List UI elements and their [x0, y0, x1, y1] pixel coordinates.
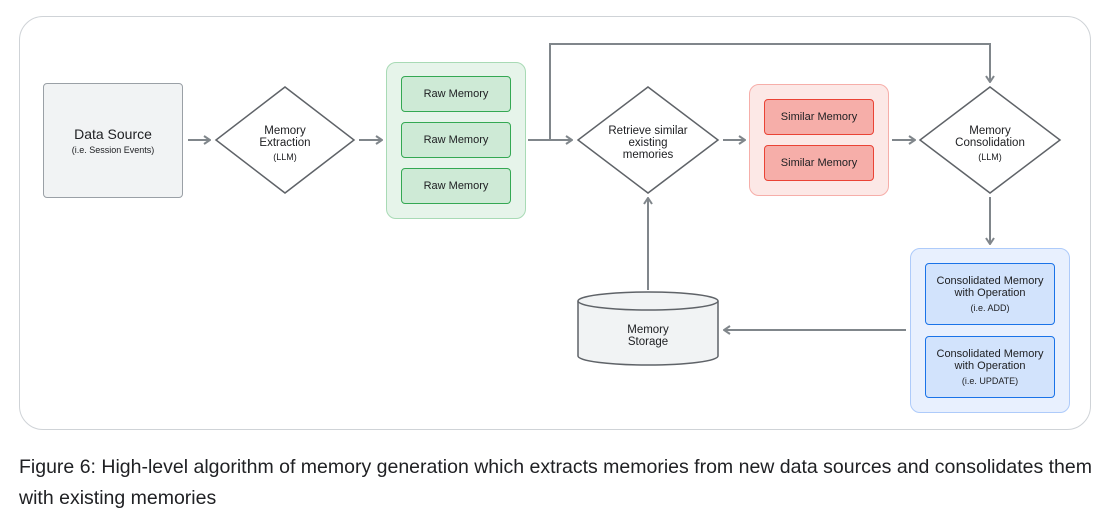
memory-storage-label: Memory Storage	[598, 324, 698, 348]
data-source-box: Data Source (i.e. Session Events)	[43, 83, 183, 198]
memory-extraction-sub: (LLM)	[273, 152, 297, 162]
memory-extraction-line1: Memory	[264, 125, 306, 137]
retrieve-diamond	[576, 86, 720, 194]
similar-memory-item: Similar Memory	[764, 99, 874, 135]
retrieve-label: Retrieve similar existing memories	[593, 125, 703, 161]
memory-consolidation-line1: Memory	[969, 125, 1011, 137]
memory-extraction-diamond	[214, 86, 356, 194]
memory-storage-cylinder	[577, 291, 719, 366]
diagram-canvas	[188, 43, 1062, 366]
consolidated-update-line2: with Operation	[954, 359, 1026, 372]
retrieve-line2: existing	[628, 137, 668, 149]
retrieve-line3: memories	[622, 149, 674, 161]
memory-consolidation-sub: (LLM)	[978, 152, 1002, 162]
memory-consolidation-line2: Consolidation	[955, 137, 1025, 149]
consolidated-memory-add: Consolidated Memory with Operation (i.e.…	[925, 263, 1055, 325]
memory-extraction-label: Memory Extraction (LLM)	[235, 125, 335, 163]
memory-extraction-line2: Extraction	[259, 137, 311, 149]
raw-memory-item: Raw Memory	[401, 122, 511, 158]
arrow-raw-to-consolidation	[549, 43, 990, 140]
consolidated-add-line2: with Operation	[954, 286, 1026, 299]
similar-memory-item: Similar Memory	[764, 145, 874, 181]
consolidated-update-line1: Consolidated Memory	[936, 347, 1044, 360]
data-source-title: Data Source	[74, 126, 152, 142]
consolidated-update-op: (i.e. UPDATE)	[961, 375, 1019, 386]
consolidated-memory-update: Consolidated Memory with Operation (i.e.…	[925, 336, 1055, 398]
retrieve-line1: Retrieve similar	[608, 125, 688, 137]
consolidated-add-op: (i.e. ADD)	[970, 302, 1010, 313]
raw-memory-item: Raw Memory	[401, 76, 511, 112]
memory-storage-line1: Memory	[627, 324, 669, 336]
data-source-subtitle: (i.e. Session Events)	[71, 145, 155, 155]
figure-caption: Figure 6: High-level algorithm of memory…	[19, 456, 1092, 509]
raw-memory-item: Raw Memory	[401, 168, 511, 204]
consolidated-add-line1: Consolidated Memory	[936, 274, 1044, 287]
memory-consolidation-diamond	[918, 86, 1062, 194]
memory-storage-line2: Storage	[627, 336, 669, 348]
memory-consolidation-label: Memory Consolidation (LLM)	[935, 125, 1045, 163]
